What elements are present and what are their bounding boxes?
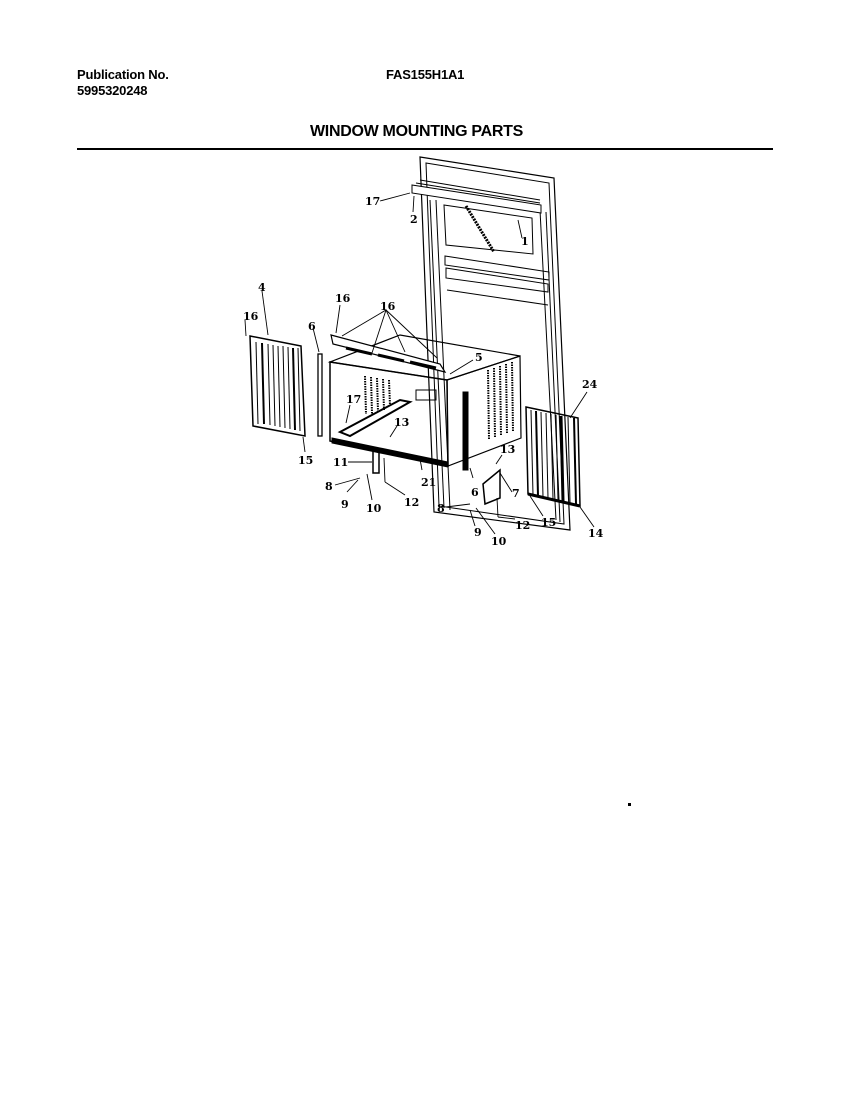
left-seal-strip [317,353,323,437]
callout-16: 16 [380,300,396,313]
callout-16: 16 [335,292,351,305]
callout-6: 6 [471,486,479,499]
model-number: FAS155H1A1 [386,67,465,82]
callout-12: 12 [404,496,419,509]
callout-5: 5 [475,351,483,364]
callout-7: 7 [512,487,520,500]
callout-15: 15 [541,516,556,529]
callout-10: 10 [366,502,382,515]
right-seal-strip [462,391,469,471]
callout-17: 17 [346,393,361,406]
section-title: WINDOW MOUNTING PARTS [310,123,523,140]
left-side-curtain [249,335,306,437]
callout-24: 24 [582,378,598,391]
right-side-curtain [525,406,581,508]
publication-number: 5995320248 [77,83,148,98]
callout-11: 11 [333,456,348,469]
callout-15: 15 [298,454,313,467]
callout-14: 14 [588,527,604,540]
callout-13: 13 [500,443,515,456]
callout-13: 13 [394,416,409,429]
window-frame [411,156,571,531]
leader-lines [244,192,595,535]
callout-9: 9 [474,526,482,539]
publication-label: Publication No. [77,67,169,82]
callout-1: 1 [521,235,529,248]
callout-labels: 17 2 1 4 16 16 6 16 5 17 13 15 11 8 9 10… [243,195,604,548]
stray-mark [628,803,631,806]
callout-2: 2 [410,213,418,226]
callout-4: 4 [258,281,266,294]
callout-8: 8 [437,502,445,515]
title-divider [77,148,773,150]
callout-9: 9 [341,498,349,511]
callout-8: 8 [325,480,333,493]
callout-12: 12 [515,519,530,532]
publication-info: Publication No. 5995320248 [77,67,169,99]
air-conditioner-cabinet [327,334,522,468]
callout-16: 16 [243,310,259,323]
callout-6: 6 [308,320,316,333]
callout-21: 21 [421,476,436,489]
left-support-bracket [372,450,380,474]
callout-17: 17 [365,195,380,208]
right-support-bracket [482,468,501,506]
callout-10: 10 [491,535,507,548]
